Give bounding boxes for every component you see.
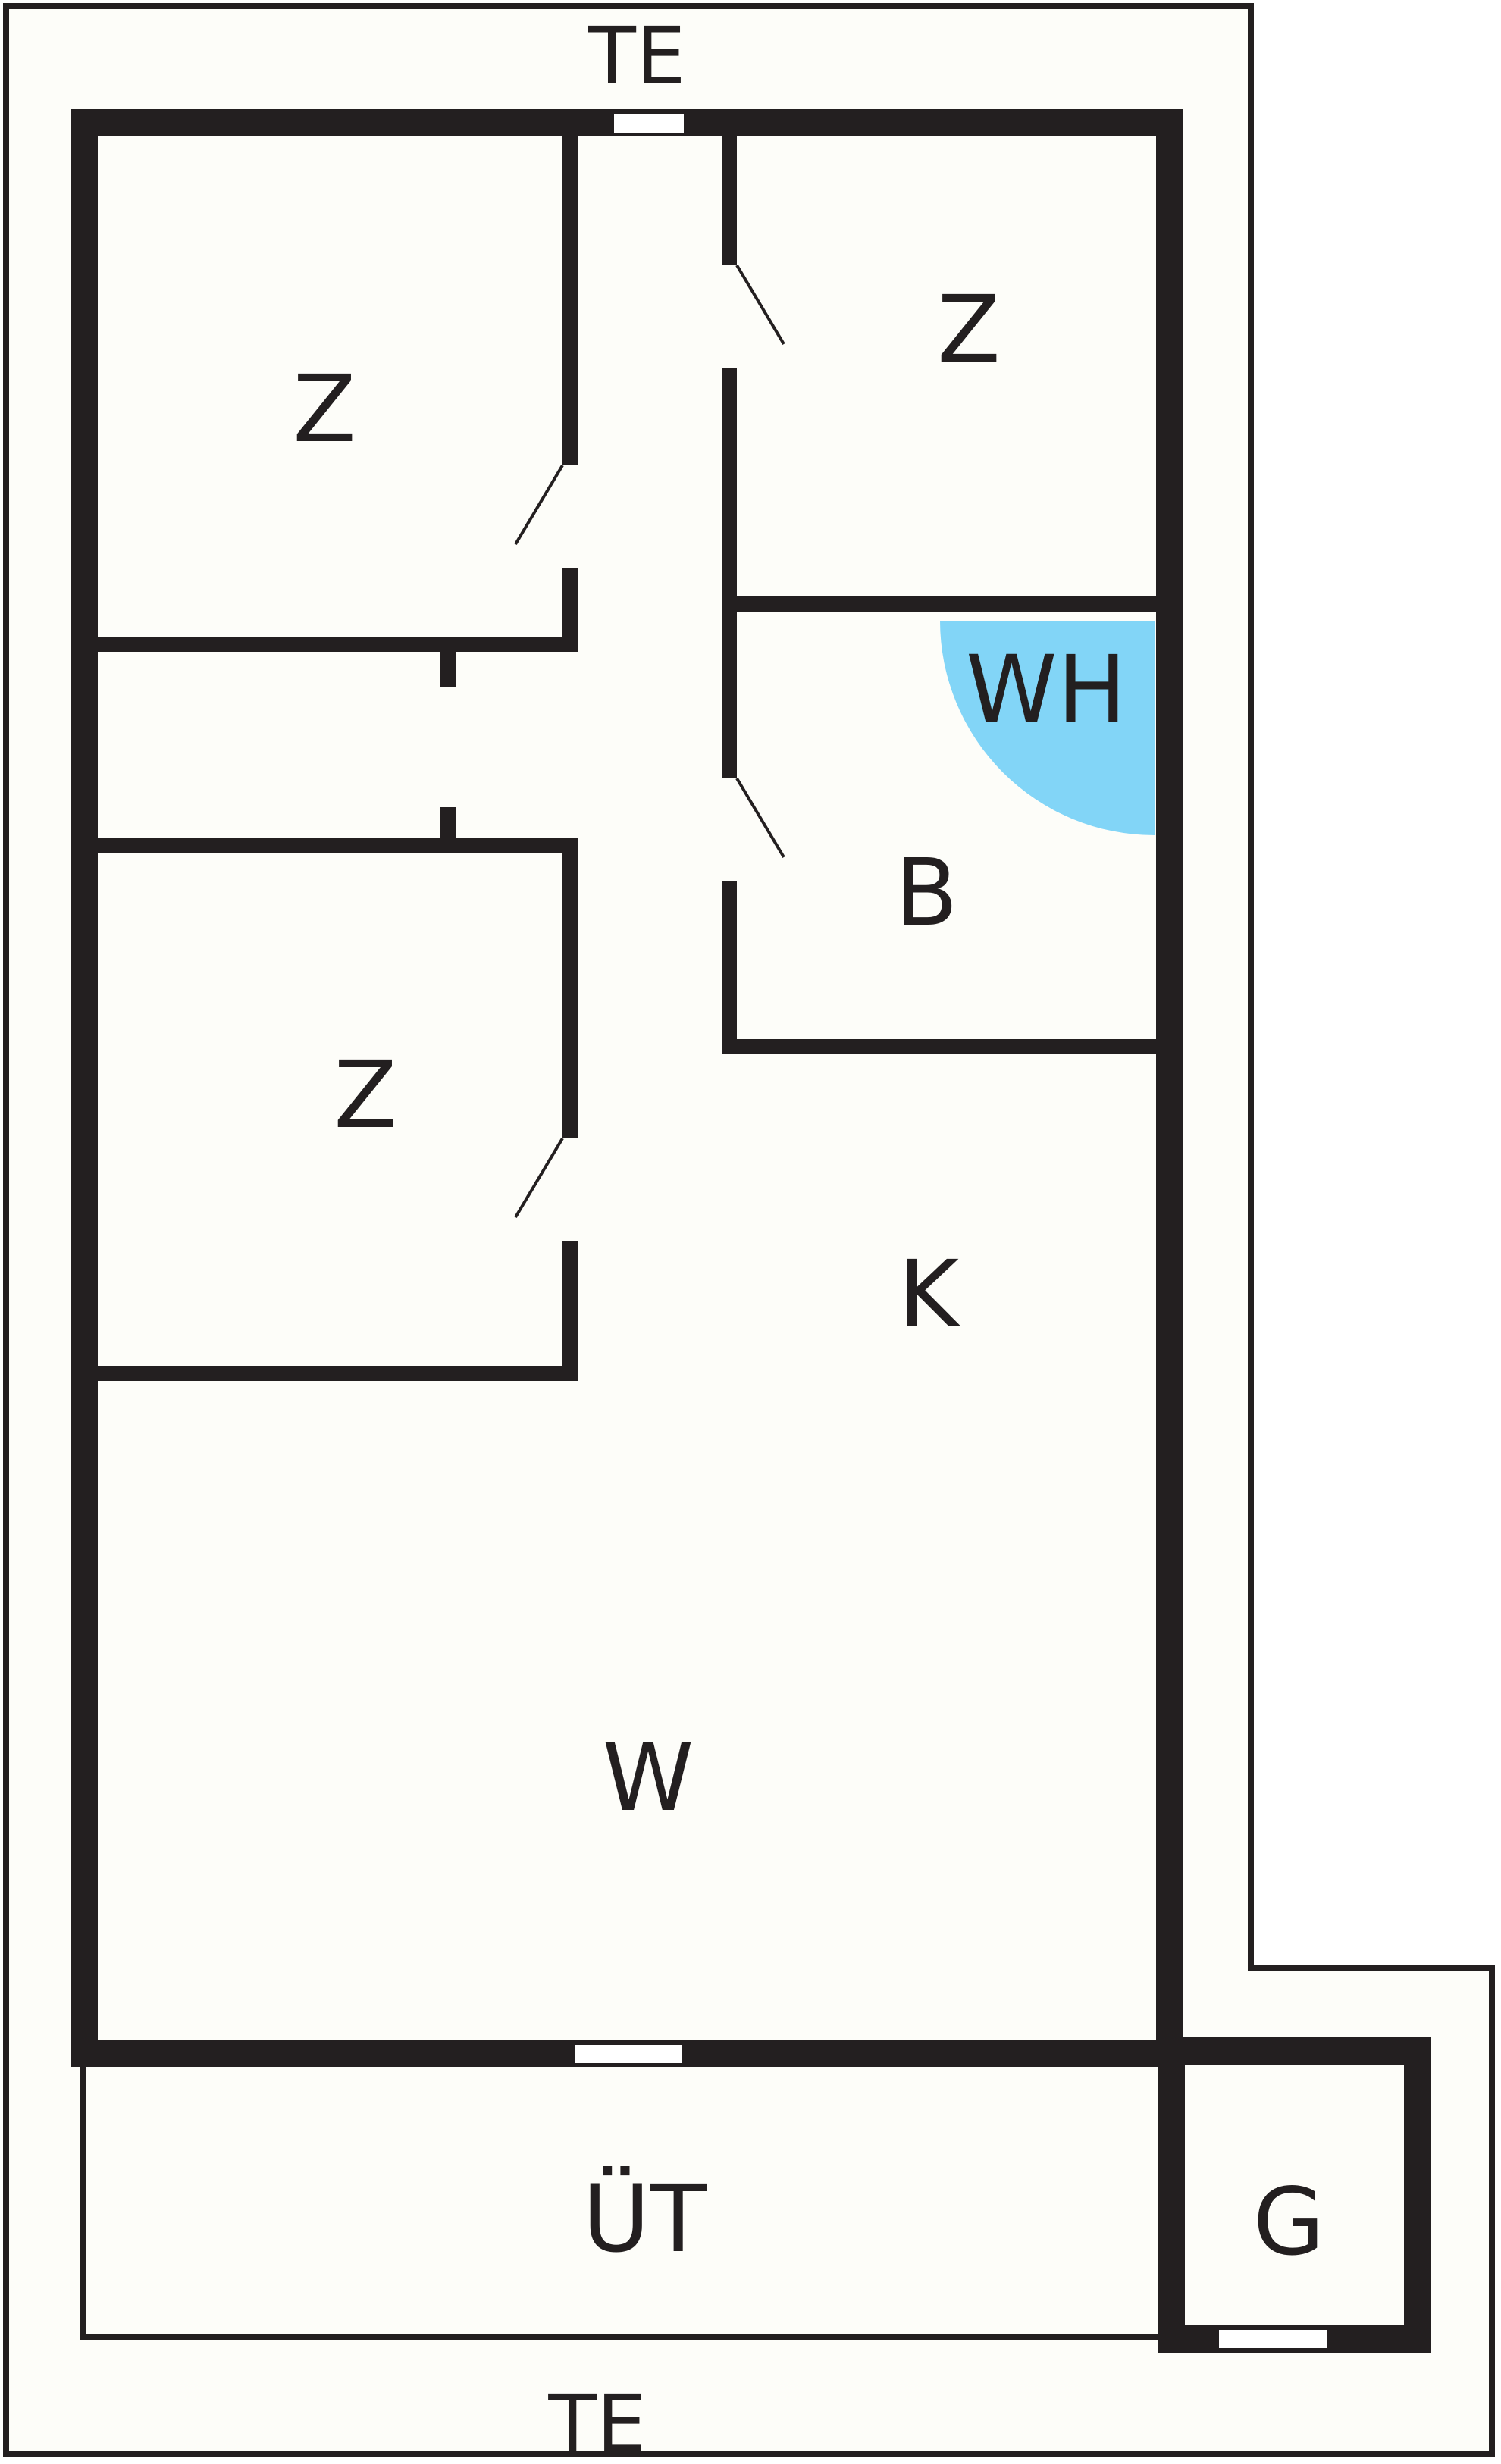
label-room-w: W [603, 1724, 694, 1832]
wall-z-bottom-left [98, 838, 578, 1381]
label-terrace-top: TE [587, 10, 685, 102]
door-swing-z-top-right [735, 264, 785, 346]
door-swing-z-bottom-left [514, 1137, 564, 1219]
wall-stub-lower [440, 807, 456, 842]
door-gap-z-bottom-left [559, 1138, 581, 1241]
door-swing-z-top-left [514, 464, 564, 546]
window-bottom [575, 2045, 682, 2063]
utility-room-outline [80, 2059, 1170, 2340]
label-room-ut: ÜT [582, 2165, 707, 2273]
door-gap-z-top-right [719, 265, 740, 368]
water-heater-zone [940, 621, 1155, 835]
house-outer-walls [71, 109, 1183, 2067]
windows [575, 114, 1327, 2348]
label-room-g: G [1253, 2168, 1325, 2276]
window-garage [1219, 2330, 1327, 2348]
label-room-k: K [898, 1241, 961, 1348]
window-top [614, 114, 684, 133]
label-room-z-top-left: Z [293, 355, 356, 463]
label-room-b: B [895, 839, 958, 947]
label-room-z-bottom-left: Z [334, 1041, 397, 1149]
label-terrace-bottom: TE [547, 2378, 646, 2464]
wall-stub-upper [440, 652, 456, 687]
door-swing-b [735, 777, 785, 859]
door-gap-b [719, 778, 740, 881]
door-gap-z-top-left [559, 465, 581, 568]
label-room-z-top-right: Z [937, 276, 1001, 384]
wall-z-top-left [98, 136, 578, 652]
doors [514, 264, 785, 1241]
label-room-wh: WH [966, 636, 1127, 744]
interior-walls [98, 136, 1156, 1381]
